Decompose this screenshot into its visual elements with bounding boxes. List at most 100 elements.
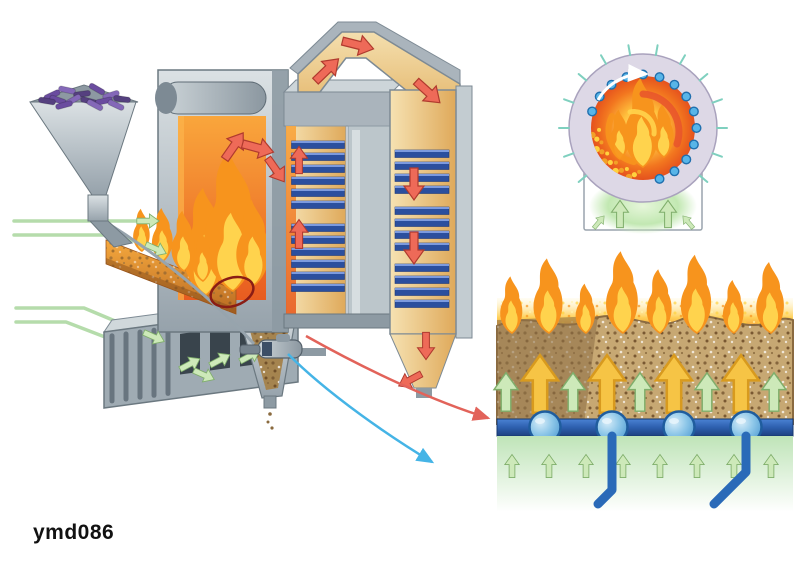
plate-edge <box>395 276 449 278</box>
hopper-chute <box>87 194 109 222</box>
cooling-tube <box>669 79 680 90</box>
nozzle-highlight <box>736 418 746 424</box>
wood-chip <box>102 89 120 101</box>
plate-edge <box>395 207 449 209</box>
fuel-particle <box>618 167 625 173</box>
injector-knob <box>276 334 290 342</box>
callout-line-blue <box>287 353 435 464</box>
fuel-particle <box>599 149 605 155</box>
fluidized-bed-detail <box>493 251 794 512</box>
plate-edge <box>291 165 345 167</box>
cyclone-burner-detail <box>558 44 728 234</box>
ash-drop <box>270 426 274 430</box>
swirl-arc <box>605 113 637 165</box>
top-drum <box>161 81 267 115</box>
detail-marker-ellipse <box>209 275 255 309</box>
shell-fin <box>563 98 575 104</box>
cooling-tube <box>654 173 665 184</box>
fuel-particle <box>591 131 596 139</box>
plate-edge <box>395 300 449 302</box>
fuel-particle <box>605 151 610 156</box>
bank-sill <box>283 313 393 329</box>
cooling-tube <box>688 106 699 117</box>
swirl-arc <box>627 109 657 137</box>
plate-edge <box>395 150 449 152</box>
combustion-plant-illustration <box>12 21 491 464</box>
drum-end-cap <box>155 82 177 114</box>
wood-chip <box>86 99 104 112</box>
plate-edge <box>395 162 449 164</box>
fuel-feed-pipe <box>111 224 256 346</box>
nozzle-highlight <box>535 418 545 424</box>
hopper-funnel <box>29 101 137 196</box>
nozzle-highlight <box>669 418 679 424</box>
fuel-injector <box>239 334 326 359</box>
shell-fin <box>698 73 709 82</box>
exchanger-plates-right <box>394 149 450 308</box>
fuel-particle <box>607 159 613 166</box>
injector-accent <box>262 342 272 356</box>
fuel-particle <box>599 140 604 145</box>
chamber-highlight <box>178 116 184 300</box>
callout-line-red <box>305 334 491 421</box>
wood-chip <box>58 85 76 95</box>
plate-edge <box>395 288 449 290</box>
furnace-casing-shade <box>272 70 288 332</box>
chute-elbow <box>88 220 134 248</box>
shaft-funnel <box>389 333 457 389</box>
plate-edge <box>395 219 449 221</box>
swirl-arc <box>639 90 683 148</box>
cooling-tube <box>681 154 692 165</box>
plate-edge <box>291 189 345 191</box>
cooling-tube <box>669 166 680 177</box>
heat-exchanger-bank-2 <box>389 85 473 398</box>
wood-chip <box>113 94 131 104</box>
shell-fin <box>698 174 709 183</box>
wood-chip <box>55 100 73 110</box>
wood-chip <box>88 82 106 96</box>
plate-edge <box>291 272 345 274</box>
fuel-particle <box>631 172 637 178</box>
cooling-tube <box>691 122 702 133</box>
nozzle-highlight <box>602 418 612 424</box>
air-supply-pipe <box>709 431 751 509</box>
injector-nozzle <box>239 344 261 355</box>
ash-drop <box>266 420 270 424</box>
plate-edge <box>291 284 345 286</box>
shell-fin <box>577 73 588 82</box>
shell-fin <box>563 152 575 158</box>
shell-fin <box>654 44 659 57</box>
plate-edge <box>291 141 345 143</box>
fuel-particle <box>624 166 629 171</box>
fuel-particle <box>613 160 618 165</box>
fuel-hopper <box>29 82 139 248</box>
wood-chips <box>38 82 131 112</box>
shell-fins <box>558 44 728 183</box>
plate-edge <box>291 224 345 226</box>
plate-edge <box>291 201 345 203</box>
shell-fin <box>679 54 686 65</box>
wood-chip <box>38 96 56 106</box>
plate-edge <box>395 243 449 245</box>
outer-wall <box>455 85 473 339</box>
hot-gas-strip <box>286 126 296 316</box>
air-supply-pipe <box>593 431 617 509</box>
swirl-strokes <box>605 90 683 165</box>
housing-front <box>283 91 393 127</box>
rotation-arrow <box>596 64 649 101</box>
funnel-tip <box>263 395 277 409</box>
plate-edge <box>291 248 345 250</box>
plate-edge <box>291 236 345 238</box>
nozzle-highlights <box>535 418 746 424</box>
cooling-tube <box>688 139 699 150</box>
plate-edge <box>291 177 345 179</box>
plate-edge <box>395 174 449 176</box>
wall-highlight <box>352 130 360 318</box>
exchanger-plates-left <box>291 140 345 292</box>
air-nozzles <box>528 410 763 444</box>
shell-fin <box>577 174 588 183</box>
cooling-tube <box>654 72 665 83</box>
plate-edge <box>291 153 345 155</box>
cooling-tube <box>587 106 598 117</box>
shell-fin <box>711 98 723 104</box>
